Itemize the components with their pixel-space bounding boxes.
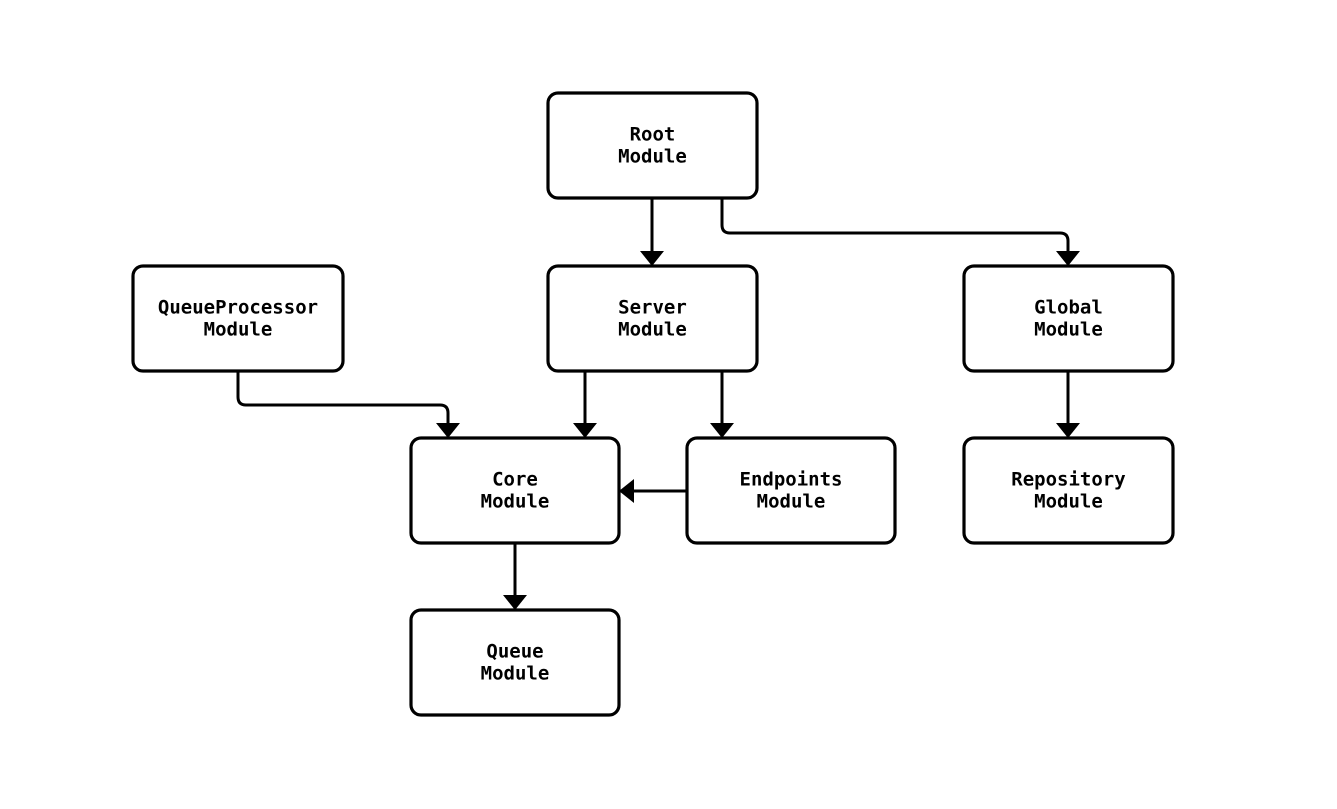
node-queue-box [409,608,621,717]
node-endpoints-box [685,436,897,545]
node-server-box [546,264,759,373]
edge-queueprocessor-to-core [236,371,460,438]
node-queueprocessor-box [131,264,345,373]
node-root-box [546,91,759,200]
node-repository-box [962,436,1175,545]
node-global-box [962,264,1175,373]
node-core-box [409,436,621,545]
edge-root-to-global [720,198,1080,266]
edge-layer [236,198,1080,610]
